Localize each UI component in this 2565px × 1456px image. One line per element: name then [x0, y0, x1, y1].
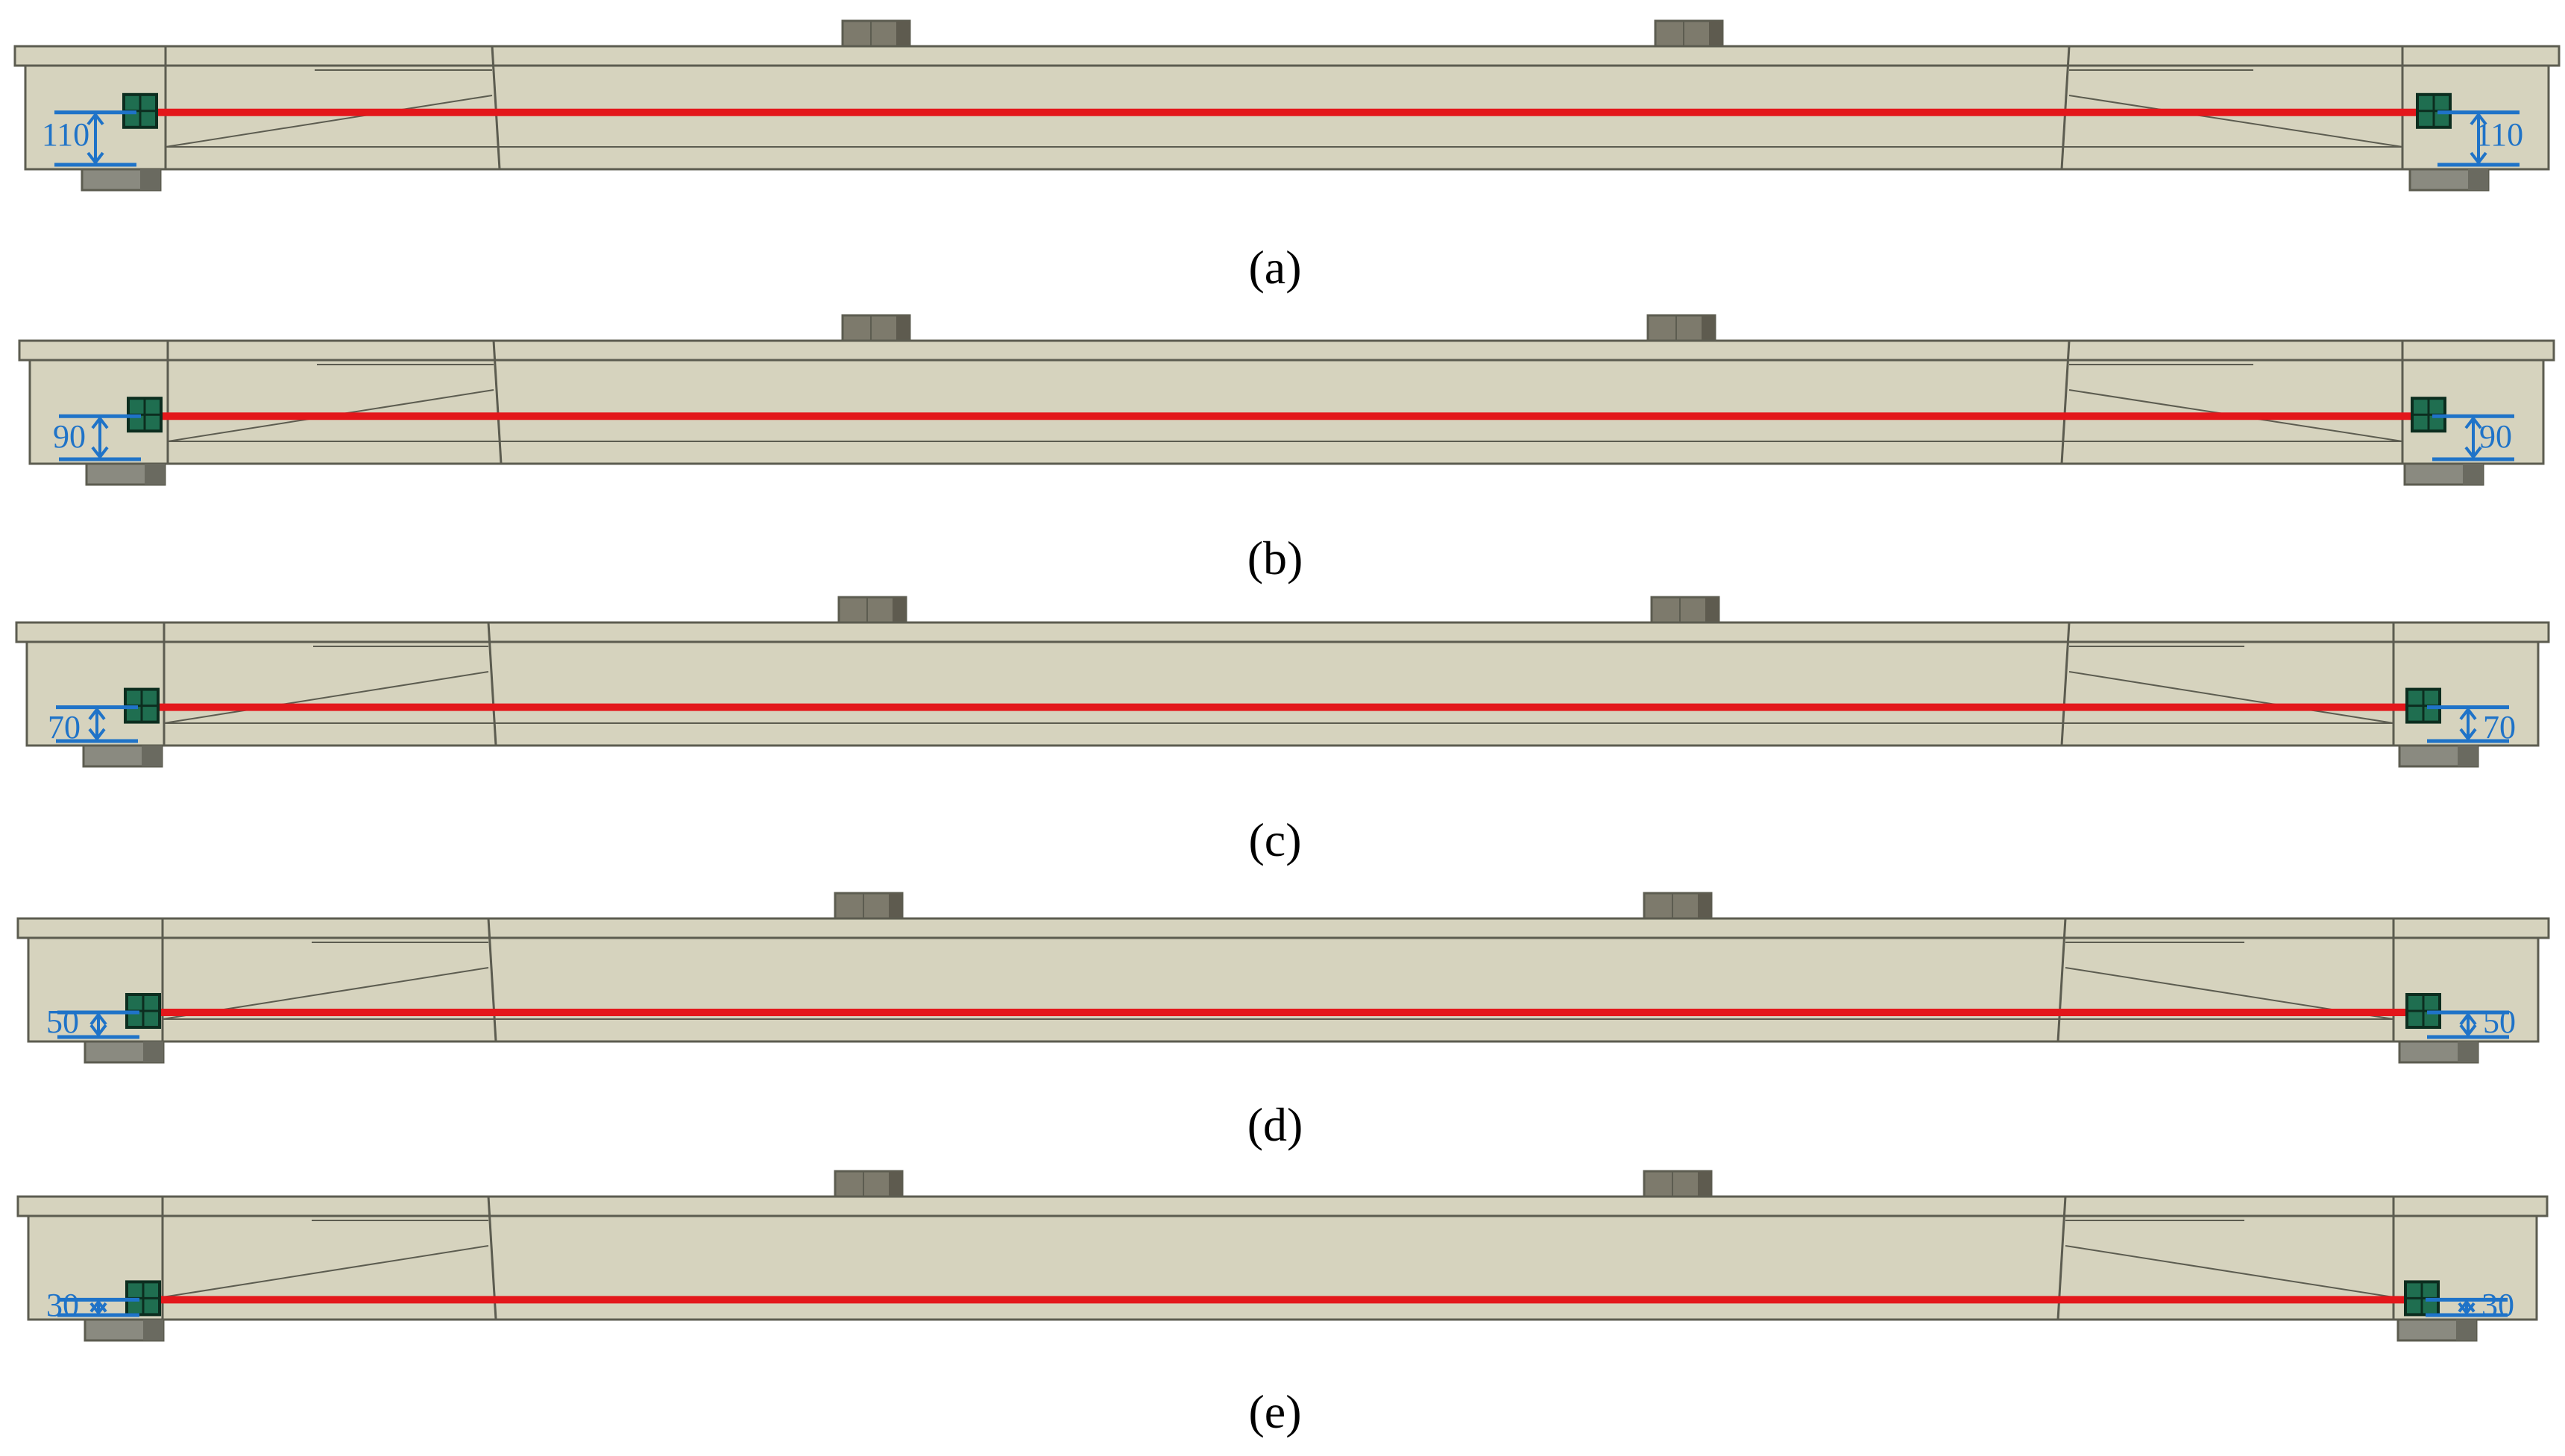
haunch-line-left — [165, 95, 493, 148]
beam-web — [27, 936, 2540, 1043]
beam-body — [16, 1170, 2549, 1342]
bearing-right-side — [2456, 1320, 2476, 1340]
section-line-right — [2060, 45, 2071, 170]
bearing-right-side — [2468, 169, 2488, 190]
load-pad-side — [893, 597, 906, 623]
load-pad-side — [889, 893, 902, 918]
top-flange — [16, 1195, 2549, 1217]
beam-body — [15, 596, 2550, 768]
dimension-left-arrow-top — [89, 1012, 107, 1026]
haunch-line-right — [2068, 95, 2403, 148]
bearing-right-side — [2458, 746, 2478, 766]
panel-caption: (c) — [1248, 813, 1301, 866]
load-pad-side — [1705, 597, 1719, 623]
dimension-right-arrow-top — [2470, 112, 2487, 126]
bearing-left-side — [140, 169, 160, 190]
section-line-right — [2060, 340, 2071, 464]
dimension-right-arrow-bottom — [2458, 1302, 2476, 1316]
dimension-right-arrow-bottom — [2459, 728, 2477, 742]
panel-caption: (d) — [1247, 1098, 1303, 1151]
top-flange — [18, 339, 2555, 362]
load-pad-side — [889, 1171, 902, 1197]
dimension-right-arrow-top — [2464, 415, 2482, 429]
dimension-left-arrow-top — [91, 415, 109, 429]
panel-caption: (e) — [1248, 1385, 1301, 1438]
dimension-right-arrow-bottom — [2459, 1024, 2477, 1038]
bearing-left-side — [145, 464, 165, 485]
offset-label-right: 30 — [2481, 1287, 2514, 1323]
load-pad-side — [1709, 21, 1722, 46]
dimension-right-arrow-top — [2459, 707, 2477, 720]
beam-panel-e: (e) 30 30 — [16, 1170, 2549, 1438]
bearing-left-side — [143, 1320, 163, 1340]
beam-web — [25, 640, 2540, 747]
panel-caption: (a) — [1248, 241, 1301, 294]
haunch-line-right — [2065, 1245, 2394, 1298]
beam-body — [16, 892, 2550, 1064]
haunch-line-right — [2068, 671, 2394, 724]
panel-caption: (b) — [1247, 532, 1303, 584]
top-flange — [15, 621, 2550, 643]
dimension-left-arrow-bottom — [88, 728, 106, 742]
offset-label-right: 90 — [2479, 418, 2512, 455]
offset-label-right: 50 — [2483, 1003, 2516, 1040]
load-pad-side — [1698, 893, 1711, 918]
dimension-right-arrow-bottom — [2464, 446, 2482, 460]
beam-panel-c: (c) 70 70 — [15, 596, 2550, 866]
offset-label-right: 110 — [2476, 116, 2523, 153]
section-line-left — [487, 918, 497, 1042]
beam-body — [18, 314, 2555, 486]
beam-panel-b: (b) 90 90 — [18, 314, 2555, 584]
dimension-left-arrow-bottom — [86, 151, 104, 166]
offset-label-left: 110 — [42, 116, 89, 153]
beam-web — [28, 359, 2545, 465]
load-pad-side — [896, 21, 910, 46]
bearing-left-side — [142, 746, 162, 766]
bearing-left-side — [143, 1041, 163, 1062]
offset-label-left: 30 — [46, 1287, 79, 1323]
beam-panel-a: (a) 110 110 — [13, 19, 2561, 294]
haunch-line-left — [163, 671, 489, 724]
beam-web — [27, 1214, 2538, 1321]
section-line-right — [2056, 918, 2067, 1042]
top-flange — [13, 45, 2561, 67]
dimension-left-arrow-top — [88, 707, 106, 720]
dimension-left-arrow-bottom — [89, 1024, 107, 1038]
section-line-left — [492, 340, 503, 464]
offset-label-right: 70 — [2483, 709, 2516, 746]
bearing-right-side — [2458, 1041, 2478, 1062]
section-line-left — [491, 45, 501, 170]
load-pad-side — [1698, 1171, 1711, 1197]
dimension-left-arrow-bottom — [89, 1302, 107, 1316]
offset-label-left: 90 — [53, 418, 86, 455]
haunch-line-left — [162, 1245, 489, 1298]
offset-label-left: 50 — [46, 1003, 79, 1040]
load-pad-side — [896, 315, 910, 341]
dimension-left-arrow-top — [86, 112, 104, 126]
dimension-left-arrow-bottom — [91, 446, 109, 460]
offset-label-left: 70 — [48, 709, 81, 746]
section-line-right — [2060, 622, 2071, 746]
beam-web — [24, 64, 2550, 171]
top-flange — [16, 917, 2550, 939]
beam-body — [13, 19, 2561, 192]
section-line-left — [487, 622, 497, 746]
beam-panel-d: (d) 50 50 — [16, 892, 2550, 1151]
bearing-right-side — [2463, 464, 2483, 485]
dimension-right-arrow-top — [2459, 1012, 2477, 1026]
load-pad-side — [1702, 315, 1715, 341]
dimension-right-arrow-bottom — [2470, 151, 2487, 166]
